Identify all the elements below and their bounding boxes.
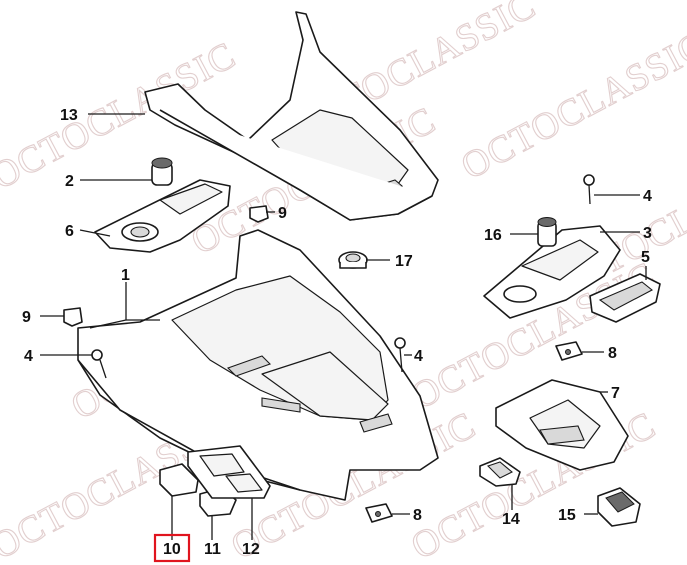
callout-4-right[interactable]: 4 (643, 188, 652, 205)
callout-2[interactable]: 2 (65, 173, 74, 190)
callout-17[interactable]: 17 (395, 253, 413, 270)
part-4-screw-left (91, 349, 107, 379)
part-7-shift-frame (495, 379, 629, 471)
callout-4-left[interactable]: 4 (24, 348, 33, 365)
callout-9-lower[interactable]: 9 (22, 309, 31, 326)
callout-5[interactable]: 5 (641, 249, 650, 266)
callout-12[interactable]: 12 (242, 541, 260, 558)
part-13-upper-console-cover (144, 11, 439, 221)
callout-8-right[interactable]: 8 (608, 345, 617, 362)
callout-10-highlight-box (153, 533, 191, 563)
part-8-nut-center (365, 503, 393, 523)
callout-15[interactable]: 15 (558, 507, 576, 524)
callout-7[interactable]: 7 (611, 385, 620, 402)
part-15-cup (597, 487, 641, 527)
callout-1[interactable]: 1 (121, 267, 130, 284)
callout-3[interactable]: 3 (643, 225, 652, 242)
part-5-ashtray-drawer (589, 273, 661, 323)
part-4-screw-center (394, 337, 406, 373)
part-10-switch-blank (159, 463, 199, 497)
callout-9-upper[interactable]: 9 (278, 205, 287, 222)
callout-14[interactable]: 14 (502, 511, 520, 528)
part-8-nut-right (555, 341, 583, 361)
part-6-front-tray (94, 179, 231, 253)
callout-8-center[interactable]: 8 (413, 507, 422, 524)
callout-16[interactable]: 16 (484, 227, 502, 244)
callout-13[interactable]: 13 (60, 107, 78, 124)
leader-lines (40, 113, 647, 540)
part-12-switch-frame (187, 445, 271, 499)
callout-11[interactable]: 11 (204, 541, 221, 558)
callout-6[interactable]: 6 (65, 223, 74, 240)
callout-labels: 13 2 6 9 1 17 9 4 4 8 10 11 12 4 16 3 5 … (22, 107, 652, 563)
part-17-grommet (338, 251, 368, 269)
part-3-rear-tray (483, 225, 621, 319)
callout-4-center[interactable]: 4 (414, 348, 423, 365)
callout-10[interactable]: 10 (163, 541, 181, 558)
part-9-clip-upper (249, 205, 269, 223)
part-2-lighter (151, 157, 173, 186)
part-9-clip-lower (63, 307, 83, 327)
part-16-rear-lighter (537, 217, 557, 247)
part-14-small-tray (479, 457, 521, 487)
part-4-screw-right (583, 174, 595, 205)
